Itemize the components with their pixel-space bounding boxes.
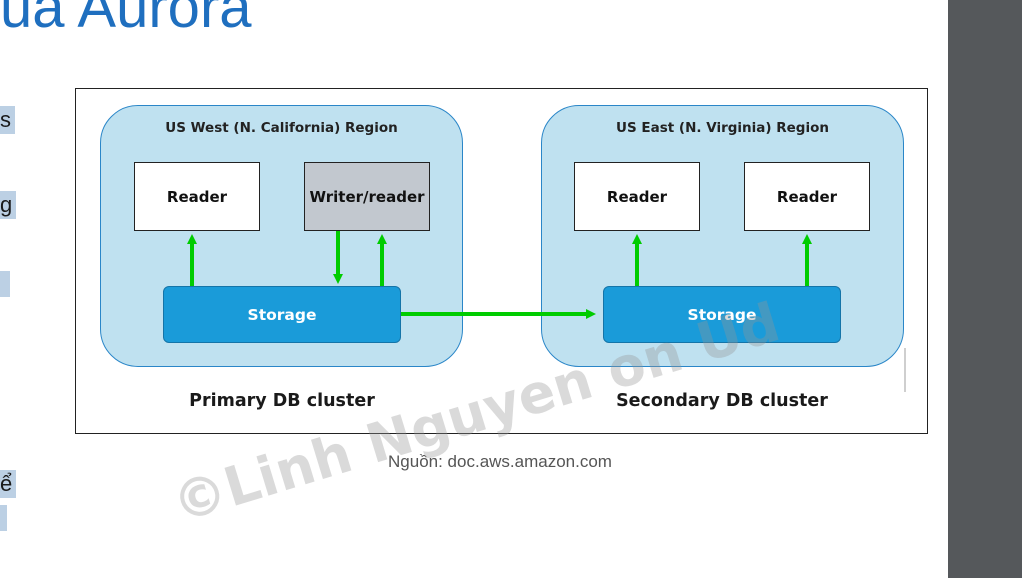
slide-title: ủa Aurora bbox=[0, 0, 252, 40]
primary-storage: Storage bbox=[163, 286, 401, 343]
primary-reader-node: Reader bbox=[134, 162, 260, 231]
side-tag-4: ể bbox=[0, 470, 17, 498]
right-side-panel bbox=[948, 0, 1022, 578]
side-tag-2: g bbox=[0, 191, 17, 219]
primary-region-label: US West (N. California) Region bbox=[165, 120, 398, 136]
aurora-global-database-diagram: US West (N. California) Region Reader Wr… bbox=[75, 88, 928, 434]
secondary-cluster-label: Secondary DB cluster bbox=[616, 391, 828, 411]
side-tag-1: s bbox=[0, 106, 15, 134]
secondary-storage: Storage bbox=[603, 286, 841, 343]
side-tag-5 bbox=[0, 505, 7, 531]
secondary-region-label: US East (N. Virginia) Region bbox=[616, 120, 829, 136]
secondary-reader-node-2: Reader bbox=[744, 162, 870, 231]
primary-writer-reader-node: Writer/reader bbox=[304, 162, 430, 231]
secondary-reader-node-1: Reader bbox=[574, 162, 700, 231]
side-tag-3 bbox=[0, 271, 10, 297]
divider-line bbox=[904, 348, 906, 392]
primary-cluster-label: Primary DB cluster bbox=[189, 391, 375, 411]
source-caption: Nguồn: doc.aws.amazon.com bbox=[388, 452, 612, 471]
